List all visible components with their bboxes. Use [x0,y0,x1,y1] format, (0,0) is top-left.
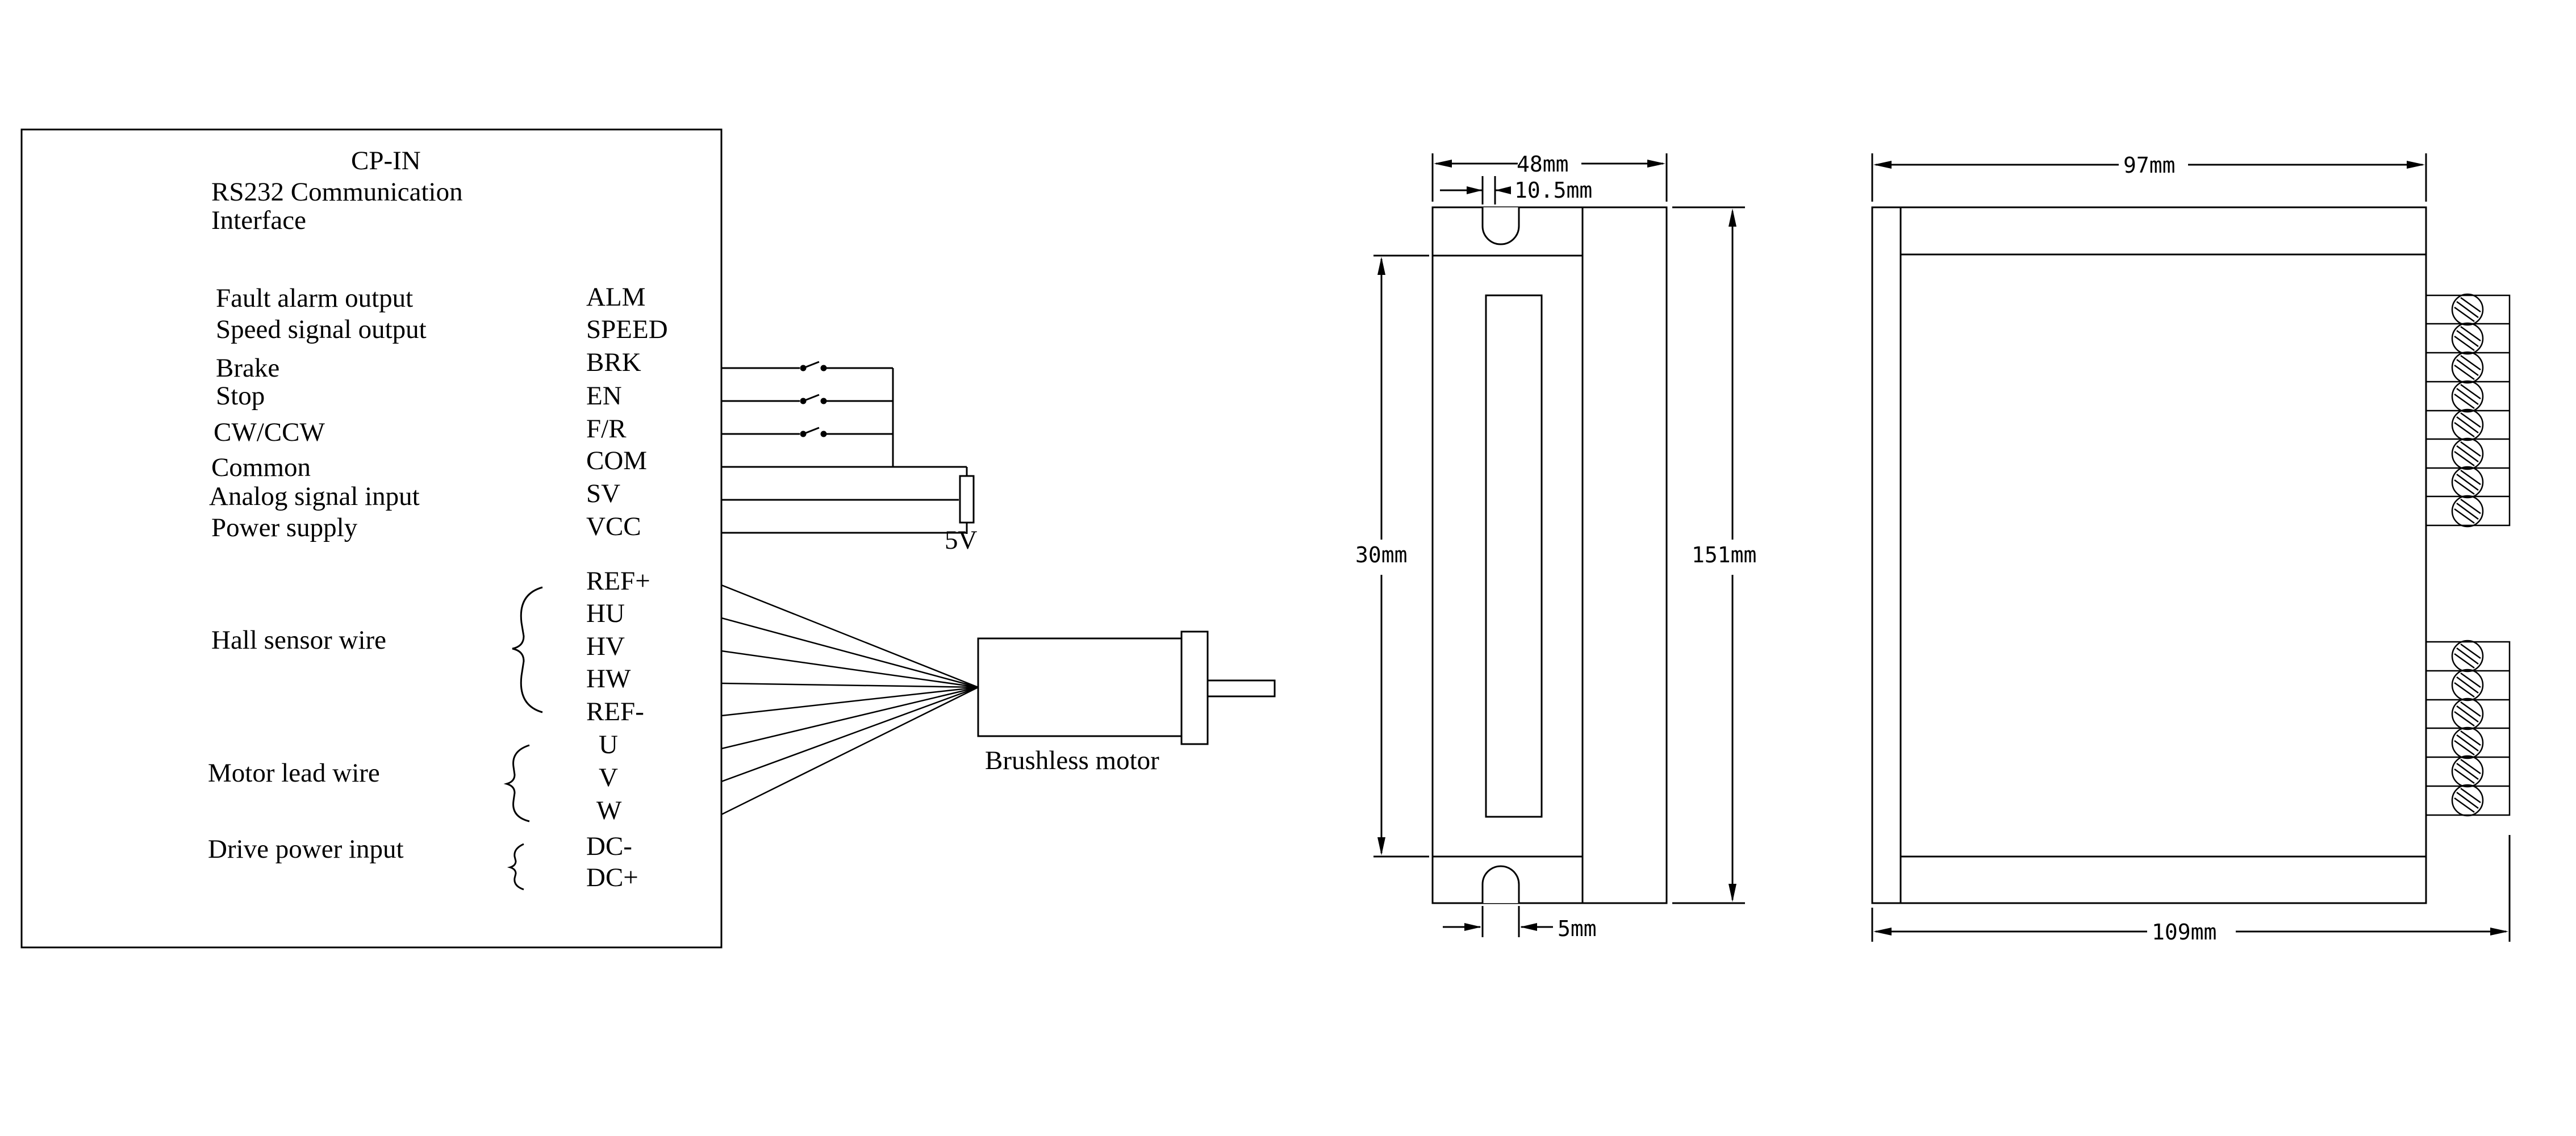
front-view-drawing: 48mm 10.5mm 30mm 151mm 5mm [1355,152,1756,941]
height-151mm-label: 151mm [1692,542,1756,567]
front-panel-window [1485,294,1543,818]
signal-name: Common [211,453,311,482]
motor-shaft [1206,679,1276,698]
brushless-motor: Brushless motor [977,630,1276,775]
terminal-screw-icon [2451,640,2484,817]
side-view-drawing: 97mm 109mm [1871,153,2511,945]
motor-flange [1180,630,1209,745]
motor-pin: V [599,763,618,792]
width-97mm-label: 97mm [2123,153,2176,178]
motor-label: Brushless motor [985,746,1159,775]
signal-pin: VCC [586,512,641,541]
width-48mm-label: 48mm [1517,152,1569,177]
slot-10-5mm-label: 10.5mm [1514,178,1592,203]
signal-name: Brake [216,353,279,383]
hall-brace [512,586,543,713]
motor-pin: U [599,730,618,759]
width-109mm-label: 109mm [2152,920,2216,945]
hall-pin: REF+ [586,566,650,596]
inner-height-30mm-label: 30mm [1355,542,1408,567]
signal-name: Analog signal input [209,482,420,511]
signal-name: Power supply [211,513,358,542]
signal-name: Fault alarm output [216,283,413,313]
signal-pin: SPEED [586,315,668,344]
hall-pin: REF- [586,697,644,726]
motor-body [977,637,1183,737]
motor-group-label: Motor lead wire [208,758,380,788]
terminal-block-lower [2425,640,2511,817]
signal-name: CW/CCW [214,417,325,447]
analog-input-circuit: 5V [721,466,978,555]
terminal-block-upper [2425,293,2511,528]
signal-pin: SV [586,479,620,508]
control-switches [721,361,894,467]
hall-pin: HU [586,599,625,628]
signal-pin: EN [586,381,622,411]
motor-wire-fan [721,584,979,816]
hall-group-label: Hall sensor wire [211,625,386,655]
power-pin: DC+ [586,863,638,892]
header-line2: RS232 Communication [211,177,463,207]
signal-pin: BRK [586,348,641,377]
bottom-mounting-slot [1481,865,1520,903]
hall-pin: HW [586,664,631,694]
header-line1: CP-IN [351,146,421,176]
power-pin: DC- [586,832,632,861]
motor-brace [503,744,530,822]
power-brace [507,843,524,891]
hole-5mm-label: 5mm [1558,916,1597,941]
top-mounting-slot [1481,207,1520,245]
wiring-diagram: CP-IN RS232 Communication Interface Faul… [20,128,1276,949]
signal-pin: ALM [586,282,645,312]
signal-pin: F/R [586,414,627,444]
signal-name: Stop [216,381,265,411]
potentiometer [959,475,975,524]
voltage-label: 5V [945,525,978,555]
power-group-label: Drive power input [208,834,404,864]
signal-name: Speed signal output [216,315,427,344]
driver-box [20,128,723,949]
hall-pin: HV [586,632,625,661]
signal-pin: COM [586,446,647,475]
motor-pin: W [596,796,622,825]
header-line3: Interface [211,206,306,235]
terminal-screw-icon [2451,293,2484,528]
